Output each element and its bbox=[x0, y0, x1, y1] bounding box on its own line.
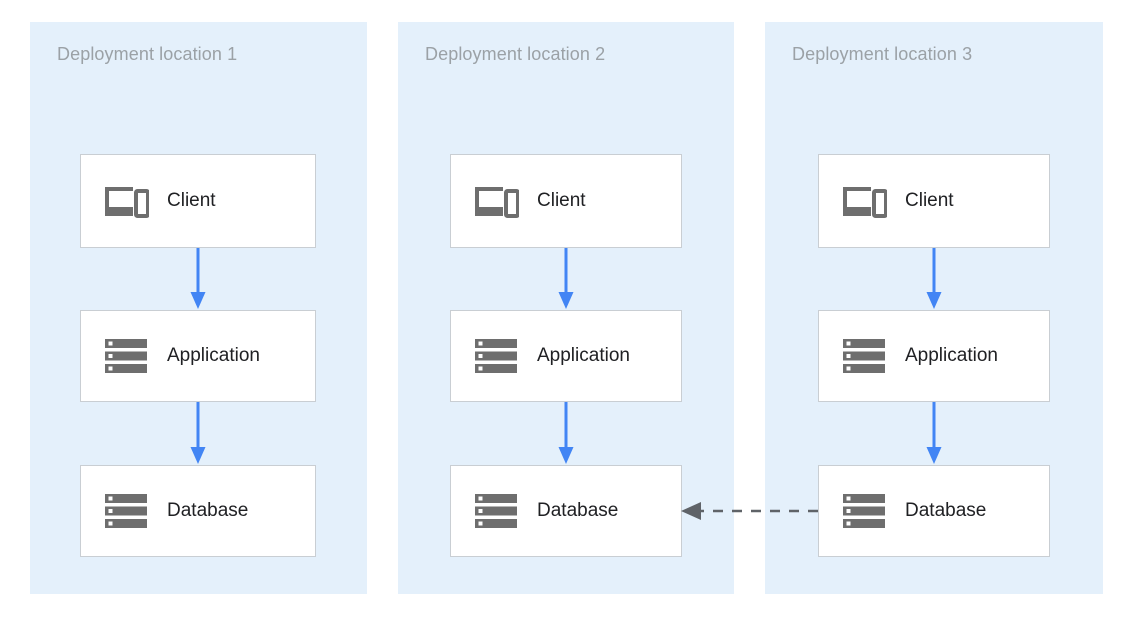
devices-icon bbox=[843, 187, 887, 218]
server-icon bbox=[105, 494, 147, 528]
node-application-3-label: Application bbox=[905, 345, 998, 366]
connector-client-1-to-application-1 bbox=[190, 248, 206, 309]
node-client-2[interactable]: Client bbox=[450, 154, 682, 248]
server-icon bbox=[105, 339, 147, 373]
node-client-1-label: Client bbox=[167, 190, 216, 211]
connector-application-2-to-database-2 bbox=[558, 402, 574, 464]
connector-database-3-to-database-2-replication bbox=[681, 502, 818, 520]
node-application-2[interactable]: Application bbox=[450, 310, 682, 402]
node-application-1[interactable]: Application bbox=[80, 310, 316, 402]
connector-client-3-to-application-3 bbox=[926, 248, 942, 309]
node-database-3[interactable]: Database bbox=[818, 465, 1050, 557]
node-database-1-label: Database bbox=[167, 500, 249, 521]
node-client-3-label: Client bbox=[905, 190, 954, 211]
devices-icon bbox=[475, 187, 519, 218]
connector-client-2-to-application-2 bbox=[558, 248, 574, 309]
node-application-3[interactable]: Application bbox=[818, 310, 1050, 402]
node-database-2[interactable]: Database bbox=[450, 465, 682, 557]
connector-application-3-to-database-3 bbox=[926, 402, 942, 464]
node-application-2-label: Application bbox=[537, 345, 630, 366]
zone-1-label: Deployment location 1 bbox=[57, 44, 238, 64]
node-application-1-label: Application bbox=[167, 345, 260, 366]
node-database-2-label: Database bbox=[537, 500, 619, 521]
server-icon bbox=[843, 494, 885, 528]
node-client-1[interactable]: Client bbox=[80, 154, 316, 248]
server-icon bbox=[843, 339, 885, 373]
zone-3-label: Deployment location 3 bbox=[792, 44, 973, 64]
node-database-3-label: Database bbox=[905, 500, 987, 521]
node-database-1[interactable]: Database bbox=[80, 465, 316, 557]
node-client-3[interactable]: Client bbox=[818, 154, 1050, 248]
devices-icon bbox=[105, 187, 149, 218]
server-icon bbox=[475, 494, 517, 528]
zone-2-label: Deployment location 2 bbox=[425, 44, 606, 64]
connector-application-1-to-database-1 bbox=[190, 402, 206, 464]
node-client-2-label: Client bbox=[537, 190, 586, 211]
server-icon bbox=[475, 339, 517, 373]
